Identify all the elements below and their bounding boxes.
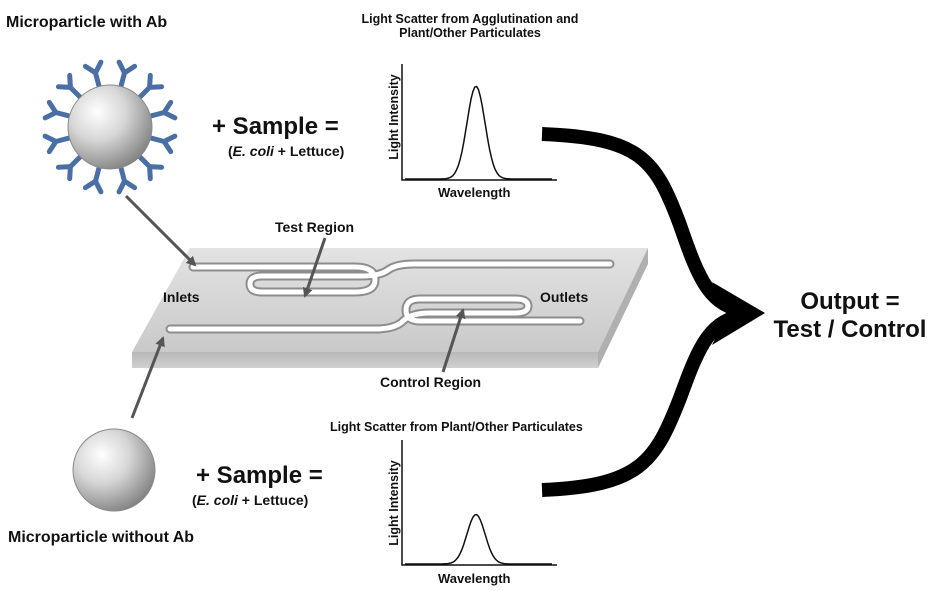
bottom-chart-peak [405,513,552,565]
top-chart-title-line2: Plant/Other Particulates [399,26,541,41]
bottom-sample-label: + Sample = [196,462,323,489]
bottom-chart-title: Light Scatter from Plant/Other Particula… [330,420,583,434]
output-line1: Output = [800,288,900,315]
test-region-label: Test Region [275,219,355,235]
top-particle-label: Microparticle with Ab [6,14,168,31]
antibody-icon [135,72,165,102]
output-merge-arrow [541,127,765,497]
antibody-icon [116,59,138,91]
chip-front-face [132,352,598,368]
antibody-icon [55,72,85,102]
chip-side-face [598,248,648,368]
top-chart-xlabel: Wavelength [438,185,511,200]
chip-channels [165,259,615,334]
bottom-chart-xlabel: Wavelength [438,571,511,586]
sphere-without-ab [72,428,156,512]
top-sample-sub-open: ( [228,143,233,159]
bottom-particle-label: Microparticle without Ab [8,529,195,546]
top-chart [401,64,557,181]
antibody-icon [42,133,74,155]
antibody-icon [82,163,104,195]
output-line2: Test / Control [773,315,927,343]
bottom-sample-sub-rest: + Lettuce) [237,492,309,508]
inlets-label: Inlets [163,289,200,305]
output-label: Output = Test / Control [765,288,935,343]
top-particle-arrow [124,194,197,267]
top-sample-sub: (E. coli + Lettuce) [228,143,344,159]
control-region-pointer [441,308,466,373]
antibody-icon [116,163,138,195]
sphere-with-ab [67,84,153,170]
antibody-icons [42,59,178,195]
antibody-icon [146,133,178,155]
antibody-icon [146,99,178,121]
antibody-icon [55,152,85,182]
antibody-icon [42,99,74,121]
output-arrowhead [712,282,765,345]
control-region-label: Control Region [380,374,482,390]
bottom-sample-sub-organism: E. coli [196,492,238,508]
top-chart-title: Light Scatter from Agglutination and Pla… [340,12,600,41]
top-sample-label: + Sample = [212,113,339,140]
bottom-chart [401,440,557,566]
bottom-chart-ylabel: Light Intensity [387,460,401,546]
bottom-particle-arrow [130,336,165,419]
bottom-sample-sub-open: ( [192,492,197,508]
top-sample-sub-rest: + Lettuce) [273,143,345,159]
top-chart-peak [405,85,552,180]
microparticle-with-ab [42,59,178,195]
bottom-chart-axes [401,440,557,566]
bottom-sample-sub: (E. coli + Lettuce) [192,492,308,508]
microfluidic-chip [132,237,648,373]
top-sample-sub-organism: E. coli [232,143,274,159]
top-chart-ylabel: Light Intensity [387,74,401,160]
antibody-icon [135,152,165,182]
top-chart-axes [401,64,557,181]
test-region-pointer [302,237,327,298]
top-chart-title-line1: Light Scatter from Agglutination and [361,12,579,26]
antibody-icon [82,59,104,91]
outlets-label: Outlets [540,289,589,305]
